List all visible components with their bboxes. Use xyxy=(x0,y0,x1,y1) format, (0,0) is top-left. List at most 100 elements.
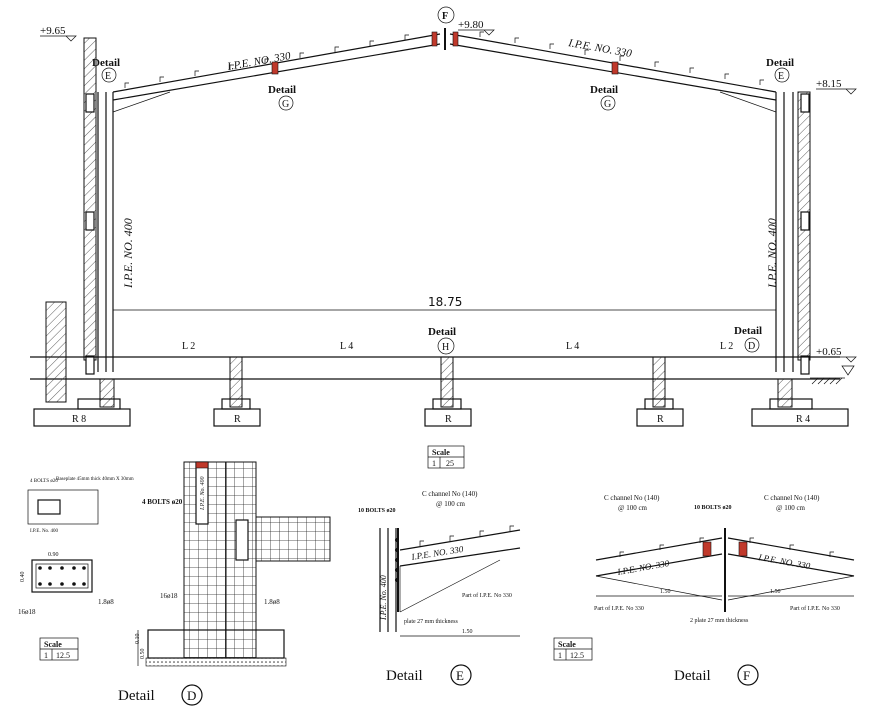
scale-box-f: Scale 1 12.5 xyxy=(553,637,593,661)
f-plate: 2 plate 27 mm thickness xyxy=(690,618,749,624)
d-dim-base-1: 0.50 xyxy=(140,649,146,660)
callout-f-letter: F xyxy=(442,11,448,22)
beam-label-4: L 2 xyxy=(720,341,733,352)
callout-e-left-word: Detail xyxy=(92,57,120,69)
e-haunch: Part of I.P.E. No 330 xyxy=(462,592,512,599)
scale-box-d: Scale 1 12.5 xyxy=(39,637,79,661)
d-bar-main: 16ø18 xyxy=(18,608,36,616)
f-haunch-left: Part of I.P.E. No 330 xyxy=(594,605,644,612)
footing-label-1: R 8 xyxy=(72,414,86,425)
detail-d: 4 BOLTS ø20 Baseplate 45mm thick 40mm X … xyxy=(18,461,331,706)
beam-label-3: L 4 xyxy=(566,341,579,352)
level-ridge: +9.80 xyxy=(458,19,495,36)
footings xyxy=(33,356,849,427)
callout-f: F xyxy=(437,6,455,24)
d-column-text: I.P.E. No. 400 xyxy=(199,476,206,511)
detail-e-letter: E xyxy=(456,668,464,683)
callout-e-left-letter: E xyxy=(105,71,111,82)
scale-f-label: Scale xyxy=(558,640,576,649)
f-haunch-right: Part of I.P.E. No 330 xyxy=(790,605,840,612)
ridge-splice-right xyxy=(452,31,459,47)
level-ridge-text: +9.80 xyxy=(458,19,484,31)
d-bar-tie-2: 1.8ø8 xyxy=(264,598,280,606)
level-right-base: +0.65 xyxy=(816,346,857,376)
callout-h-word: Detail xyxy=(428,326,456,338)
detail-f-letter: F xyxy=(743,668,750,683)
column-label-left: I.P.E. NO. 400 xyxy=(121,218,135,289)
rafter-label-left: I.P.E. NO. 330 xyxy=(225,50,292,73)
footing-label-4: R xyxy=(657,414,664,425)
callout-e-right: Detail E xyxy=(766,57,794,83)
beam-label-1: L 2 xyxy=(182,341,195,352)
detail-e-word: Detail xyxy=(386,668,423,684)
f-rafter-left: I.P.E. NO. 330 xyxy=(616,558,671,577)
callout-d: Detail D xyxy=(734,325,762,353)
left-column xyxy=(85,92,114,375)
e-dim: 1.50 xyxy=(462,629,473,635)
f-spacing-right: @ 100 cm xyxy=(776,504,806,512)
beam-label-2: L 4 xyxy=(340,341,353,352)
callout-d-word: Detail xyxy=(734,325,762,337)
f-dim-right: 1.50 xyxy=(770,589,781,595)
scale-main-label: Scale xyxy=(432,448,450,457)
d-plan-note-left: 4 BOLTS ø20 xyxy=(30,479,58,484)
scale-main-right: 25 xyxy=(446,459,454,468)
callout-e-right-letter: E xyxy=(778,71,784,82)
e-channel: C channel No (140) xyxy=(422,490,478,498)
level-left-text: +9.65 xyxy=(40,25,66,37)
d-bar-main-2: 16ø18 xyxy=(160,592,178,600)
detail-d-title: Detail D xyxy=(118,684,203,706)
level-left: +9.65 xyxy=(40,25,77,42)
e-spacing: @ 100 cm xyxy=(436,500,466,508)
callout-e-left: Detail E xyxy=(92,57,120,83)
scale-d-label: Scale xyxy=(44,640,62,649)
d-dim-base-2: 0.10 xyxy=(135,634,141,645)
scale-box-main: Scale 1 25 xyxy=(427,445,465,469)
ridge-splice-left xyxy=(431,31,438,47)
right-column xyxy=(775,92,810,375)
footing-label-2: R xyxy=(234,414,241,425)
f-bolts: 10 BOLTS ø20 xyxy=(694,505,731,511)
f-rafter-right: I.P.E. NO. 330 xyxy=(757,552,812,571)
span-dimension: 18.75 xyxy=(428,295,462,309)
detail-f-word: Detail xyxy=(674,668,711,684)
scale-d-left: 1 xyxy=(44,651,48,660)
detail-f-title: Detail F xyxy=(674,664,759,686)
f-channel-right: C channel No (140) xyxy=(764,494,820,502)
d-plan-section: I.P.E. No. 400 xyxy=(30,529,59,534)
callout-h: Detail H xyxy=(428,326,456,355)
d-dim-height: 0.40 xyxy=(20,572,26,583)
column-label-right: I.P.E. NO. 400 xyxy=(765,218,779,289)
e-plate: plate 27 mm thickness xyxy=(404,619,458,625)
scale-f-left: 1 xyxy=(558,651,562,660)
f-channel-left: C channel No (140) xyxy=(604,494,660,502)
d-dim-width: 0.90 xyxy=(48,552,59,558)
callout-g-left-word: Detail xyxy=(268,84,296,96)
f-spacing-left: @ 100 cm xyxy=(618,504,648,512)
purlins xyxy=(124,31,764,88)
footing-label-3: R xyxy=(445,414,452,425)
portal-frame-elevation: +9.65 +9.80 +8.15 +0.65 I.P.E. NO. 330 I… xyxy=(30,6,857,469)
detail-e: 10 BOLTS ø20 C channel No (140) @ 100 cm… xyxy=(358,490,521,686)
callout-g-left-letter: G xyxy=(282,99,289,110)
right-splice xyxy=(611,61,619,75)
footing-label-5: R 4 xyxy=(796,414,810,425)
callout-g-right: Detail G xyxy=(590,84,618,111)
left-wall xyxy=(83,37,97,361)
callout-e-right-word: Detail xyxy=(766,57,794,69)
left-splice xyxy=(271,61,279,75)
e-column: I.P.E. No. 400 xyxy=(379,575,388,621)
detail-f: C channel No (140) @ 100 cm 10 BOLTS ø20… xyxy=(553,494,855,686)
detail-e-title: Detail E xyxy=(386,664,472,686)
callout-d-letter: D xyxy=(748,341,755,352)
level-right-eave: +8.15 xyxy=(816,78,857,95)
detail-d-word: Detail xyxy=(118,688,155,704)
callout-g-right-word: Detail xyxy=(590,84,618,96)
callout-g-right-letter: G xyxy=(604,99,611,110)
e-bolts: 10 BOLTS ø20 xyxy=(358,508,395,514)
scale-main-left: 1 xyxy=(432,459,436,468)
detail-d-letter: D xyxy=(187,688,196,703)
level-right-base-text: +0.65 xyxy=(816,346,842,358)
scale-f-right: 12.5 xyxy=(570,651,584,660)
